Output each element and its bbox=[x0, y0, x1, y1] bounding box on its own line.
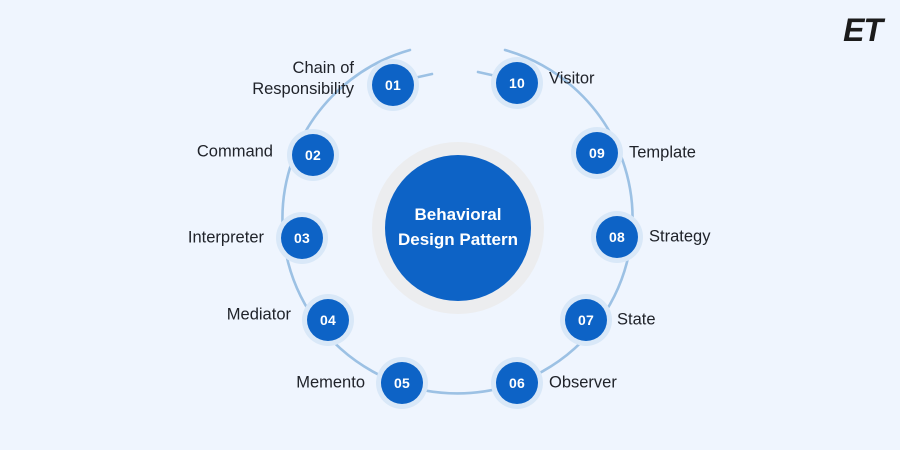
node-disc: 03 bbox=[281, 217, 323, 259]
node-label-chain-of-responsibility: Chain of Responsibility bbox=[252, 58, 354, 98]
node-label-mediator: Mediator bbox=[226, 305, 291, 324]
node-label-memento: Memento bbox=[296, 373, 365, 392]
node-10[interactable]: 10 bbox=[491, 57, 543, 109]
node-label-strategy: Strategy bbox=[649, 227, 711, 246]
node-disc: 06 bbox=[496, 362, 538, 404]
node-05[interactable]: 05 bbox=[376, 357, 428, 409]
node-label-template: Template bbox=[629, 143, 696, 162]
node-disc: 05 bbox=[381, 362, 423, 404]
node-number: 10 bbox=[509, 75, 525, 91]
node-number: 01 bbox=[385, 77, 401, 93]
node-disc: 04 bbox=[307, 299, 349, 341]
center-title: Behavioral Design Pattern bbox=[398, 205, 518, 249]
node-label-visitor: Visitor bbox=[549, 69, 595, 88]
node-01[interactable]: 01 bbox=[367, 59, 419, 111]
node-08[interactable]: 08 bbox=[591, 211, 643, 263]
node-disc: 08 bbox=[596, 216, 638, 258]
node-number: 09 bbox=[589, 145, 605, 161]
node-number: 08 bbox=[609, 229, 625, 245]
node-number: 05 bbox=[394, 375, 410, 391]
node-label-command: Command bbox=[196, 142, 273, 161]
node-07[interactable]: 07 bbox=[560, 294, 612, 346]
node-disc: 01 bbox=[372, 64, 414, 106]
center-hub: Behavioral Design Pattern bbox=[372, 142, 544, 314]
node-number: 03 bbox=[294, 230, 310, 246]
node-number: 06 bbox=[509, 375, 525, 391]
node-number: 04 bbox=[320, 312, 336, 328]
node-04[interactable]: 04 bbox=[302, 294, 354, 346]
node-06[interactable]: 06 bbox=[491, 357, 543, 409]
node-disc: 09 bbox=[576, 132, 618, 174]
node-03[interactable]: 03 bbox=[276, 212, 328, 264]
node-number: 07 bbox=[578, 312, 594, 328]
node-label-state: State bbox=[617, 310, 656, 329]
brand-logo: ET bbox=[843, 12, 883, 48]
node-label-observer: Observer bbox=[549, 373, 617, 392]
node-disc: 02 bbox=[292, 134, 334, 176]
node-label-interpreter: Interpreter bbox=[187, 228, 264, 247]
node-02[interactable]: 02 bbox=[287, 129, 339, 181]
node-disc: 07 bbox=[565, 299, 607, 341]
center-disc: Behavioral Design Pattern bbox=[385, 155, 531, 301]
node-number: 02 bbox=[305, 147, 321, 163]
node-disc: 10 bbox=[496, 62, 538, 104]
node-09[interactable]: 09 bbox=[571, 127, 623, 179]
